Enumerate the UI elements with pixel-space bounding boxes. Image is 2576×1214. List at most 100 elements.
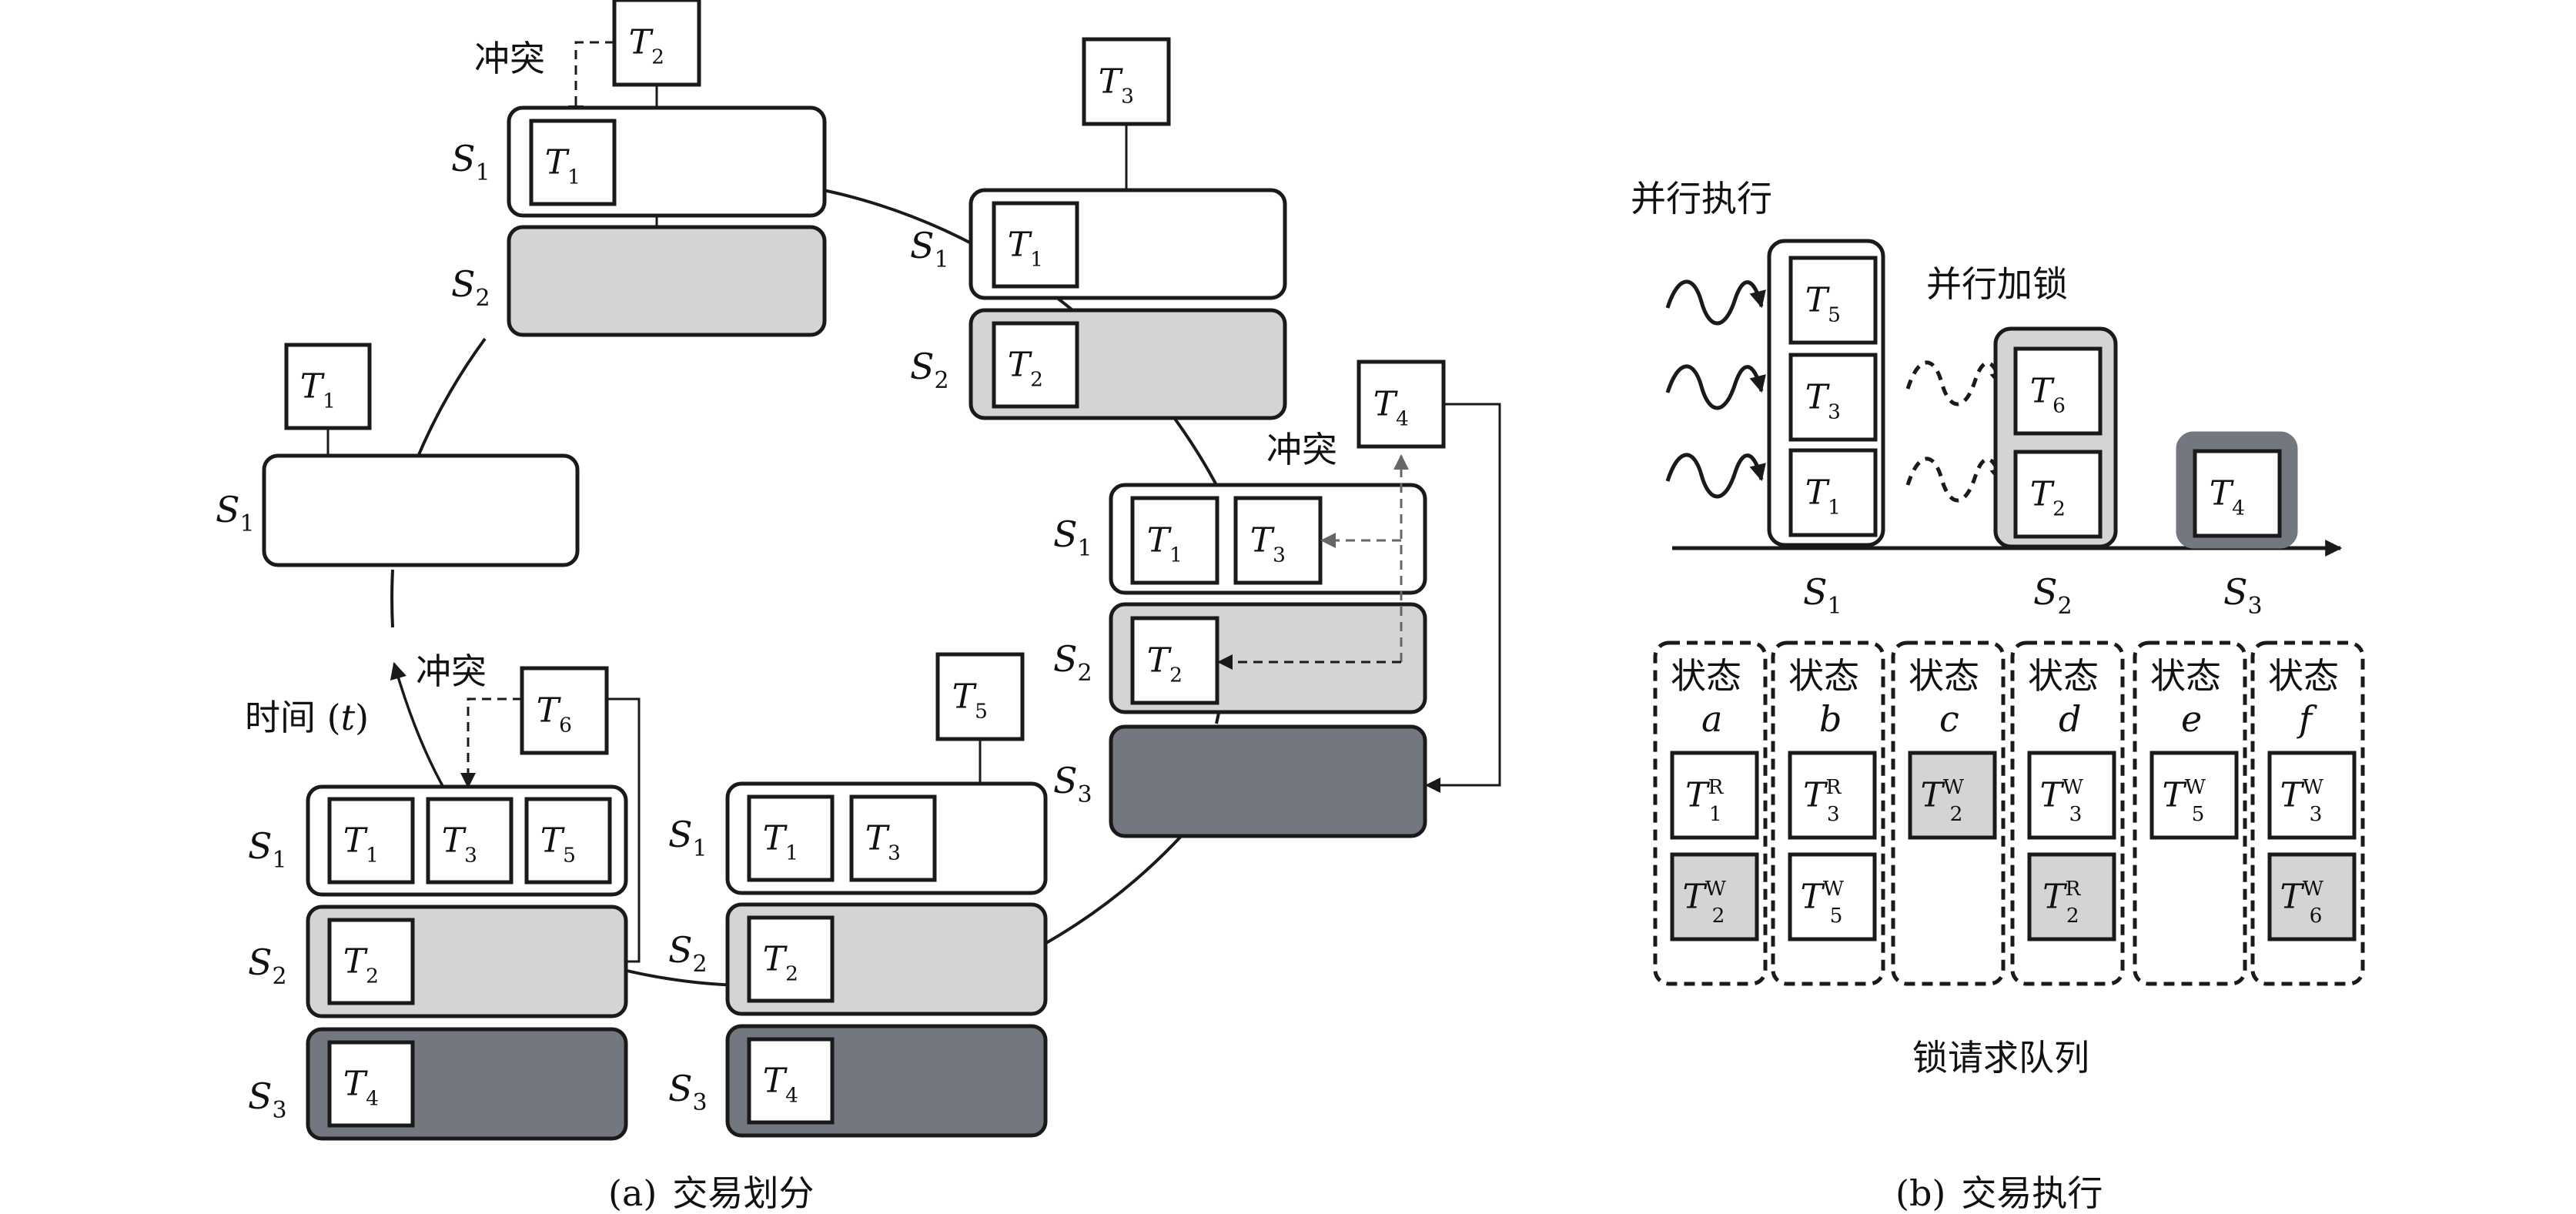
transaction-t4: T4: [1357, 360, 1446, 449]
shard-label-s1: S1: [668, 814, 708, 862]
transaction-label: T1: [1008, 226, 1043, 272]
transaction-label: T4: [1373, 385, 1409, 431]
lock-squiggle-arrow: [1905, 360, 2006, 406]
exec-squiggle-arrow: [1665, 453, 1766, 499]
state-var: a: [1701, 698, 1722, 740]
state-label: 状态: [1671, 655, 1741, 697]
transaction-label: T2: [343, 942, 379, 988]
transaction-t3: T3: [1233, 496, 1323, 585]
transaction-label: T5: [952, 677, 988, 724]
state-queue-box: [2133, 640, 2247, 986]
state-var: c: [1939, 698, 1959, 740]
transaction-t4: T4: [2193, 449, 2282, 538]
transaction-label: T3: [865, 819, 901, 865]
shard-s1-box: [262, 453, 580, 567]
transaction-t4: T4: [327, 1040, 415, 1128]
transaction-label: T1: [343, 821, 379, 868]
transaction-t1: T1: [284, 343, 372, 430]
transaction-t1: T1: [747, 794, 835, 882]
shard-label-s1: S1: [451, 138, 490, 186]
shard-s3-box: [1109, 724, 1427, 838]
state-label: 状态: [2268, 655, 2339, 697]
state-queue-box: [2250, 640, 2365, 986]
transaction-label: T2: [629, 23, 664, 69]
lock-squiggle-arrow: [1905, 457, 2006, 503]
transaction-t2: T2: [327, 918, 415, 1005]
transaction-t3: T3: [849, 794, 937, 882]
transaction-label: T1: [1805, 473, 1841, 520]
transaction-t6: T6: [2013, 346, 2103, 436]
transaction-label: T4: [343, 1065, 379, 1111]
state-var: b: [1819, 698, 1842, 740]
transaction-t2: T2: [612, 0, 701, 87]
state-label: 状态: [1788, 655, 1859, 697]
shard-label-s1: S1: [1053, 513, 1092, 562]
caption-b: (b)交易执行: [1895, 1172, 2103, 1214]
state-var: e: [2181, 698, 2202, 740]
transaction-label: T6: [537, 691, 572, 737]
transaction-label: T5: [1805, 281, 1841, 327]
conflict-label: 冲突: [1266, 429, 1337, 470]
time-label: 时间 (t): [245, 697, 369, 738]
transaction-label: T3: [1099, 62, 1134, 109]
transaction-label: T1: [545, 143, 580, 189]
state-label: 状态: [1909, 655, 1979, 697]
shard-label-s3: S3: [668, 1068, 708, 1116]
transaction-t1: T1: [992, 201, 1079, 289]
transaction-label: T2: [1008, 346, 1043, 392]
transaction-label: T2: [1147, 641, 1183, 687]
shard-label-s1: S1: [910, 225, 949, 273]
caption-a: (a)交易划分: [608, 1172, 814, 1214]
transaction-t1: T1: [529, 119, 617, 206]
transaction-label: T5: [540, 821, 576, 868]
transaction-label: T3: [1805, 378, 1841, 424]
state-queue-box: [1891, 640, 2006, 986]
shard-label-s2: S2: [2033, 571, 2073, 620]
shard-s2-box: [507, 225, 827, 337]
tx-routing-arrow: [1425, 403, 1501, 793]
transaction-t1: T1: [1788, 448, 1878, 537]
shard-label-s1: S1: [1803, 571, 1842, 620]
lock-queue-label: 锁请求队列: [1912, 1037, 2089, 1079]
conflict-label: 冲突: [474, 38, 545, 79]
transaction-t2: T2: [747, 915, 835, 1003]
shard-label-s3: S3: [1053, 760, 1092, 808]
time-arrow: [390, 661, 448, 794]
state-queue-box: [1653, 640, 1768, 986]
shard-label-s3: S3: [2223, 571, 2263, 620]
exec-squiggle-arrow: [1665, 364, 1766, 410]
transaction-label: T1: [1147, 521, 1183, 567]
shard-label-s2: S2: [1053, 638, 1092, 687]
state-var: d: [2059, 698, 2081, 740]
shard-label-s1: S1: [216, 489, 255, 537]
transaction-t3: T3: [1082, 37, 1171, 126]
transaction-t5: T5: [1788, 256, 1878, 345]
transaction-label: T2: [763, 940, 798, 986]
shard-label-s2: S2: [451, 263, 490, 312]
conflict-label: 冲突: [416, 650, 487, 692]
transaction-t1: T1: [1130, 496, 1219, 585]
state-label: 状态: [2028, 655, 2099, 697]
transaction-label: T1: [300, 367, 336, 413]
transaction-t5: T5: [524, 797, 612, 885]
transaction-t5: T5: [935, 652, 1025, 741]
